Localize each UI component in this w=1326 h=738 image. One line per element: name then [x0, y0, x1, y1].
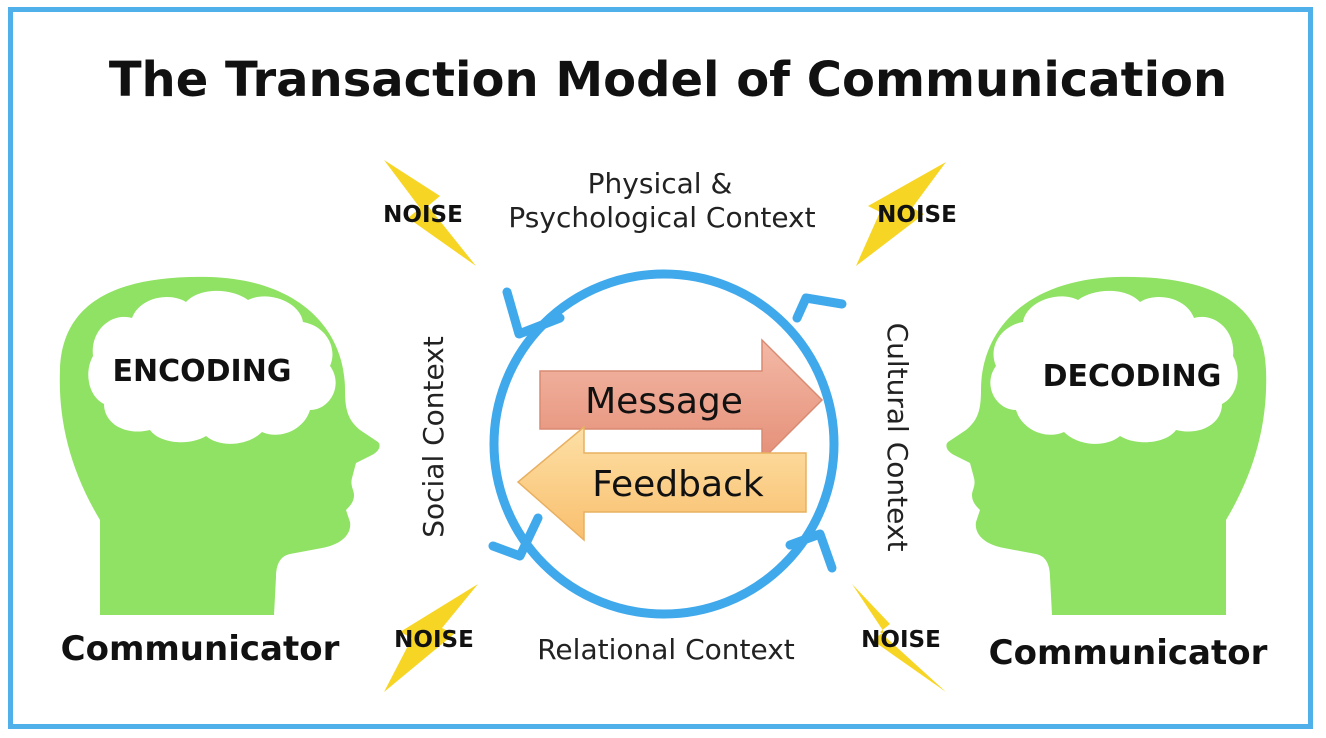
noise-bottom-left: NOISE [384, 584, 478, 692]
diagram-title: The Transaction Model of Communication [109, 52, 1227, 108]
lightning-icon [384, 584, 478, 692]
svg-text:NOISE: NOISE [394, 627, 474, 653]
message-arrow [539, 338, 824, 462]
transaction-cycle-ring [489, 269, 839, 619]
noise-top-right: NOISE [856, 162, 957, 266]
right-communicator-label: Communicator [989, 633, 1268, 673]
lightning-icon [852, 584, 946, 692]
relational-context-label: Relational Context [537, 633, 795, 666]
lightning-icon [384, 160, 476, 266]
cycle-arrowhead-top-left [502, 287, 565, 339]
feedback-label: Feedback [592, 464, 764, 505]
encoding-label: ENCODING [113, 354, 292, 389]
lightning-icon [856, 162, 946, 266]
svg-text:NOISE: NOISE [861, 627, 941, 653]
left-head-icon [59, 276, 380, 615]
left-communicator-label: Communicator [61, 629, 340, 669]
message-label: Message [585, 381, 743, 422]
cycle-arrowhead-top-right [792, 293, 847, 323]
social-context-label: Social Context [417, 336, 450, 538]
cycle-arrowheads [488, 287, 847, 573]
cycle-arrowhead-bottom-right [785, 529, 837, 573]
decoding-label: DECODING [1043, 359, 1222, 394]
svg-text:NOISE: NOISE [877, 202, 957, 228]
cultural-context-label: Cultural Context [881, 323, 914, 552]
feedback-arrow [516, 425, 807, 542]
noise-bottom-right: NOISE [852, 584, 946, 692]
cycle-arrowhead-bottom-left [488, 513, 543, 561]
svg-text:NOISE: NOISE [383, 202, 463, 228]
right-head-icon [946, 276, 1267, 615]
noise-top-left: NOISE [383, 160, 476, 266]
physical-context-label-line1: Physical & [588, 167, 733, 200]
physical-context-label-line2: Psychological Context [508, 201, 815, 234]
